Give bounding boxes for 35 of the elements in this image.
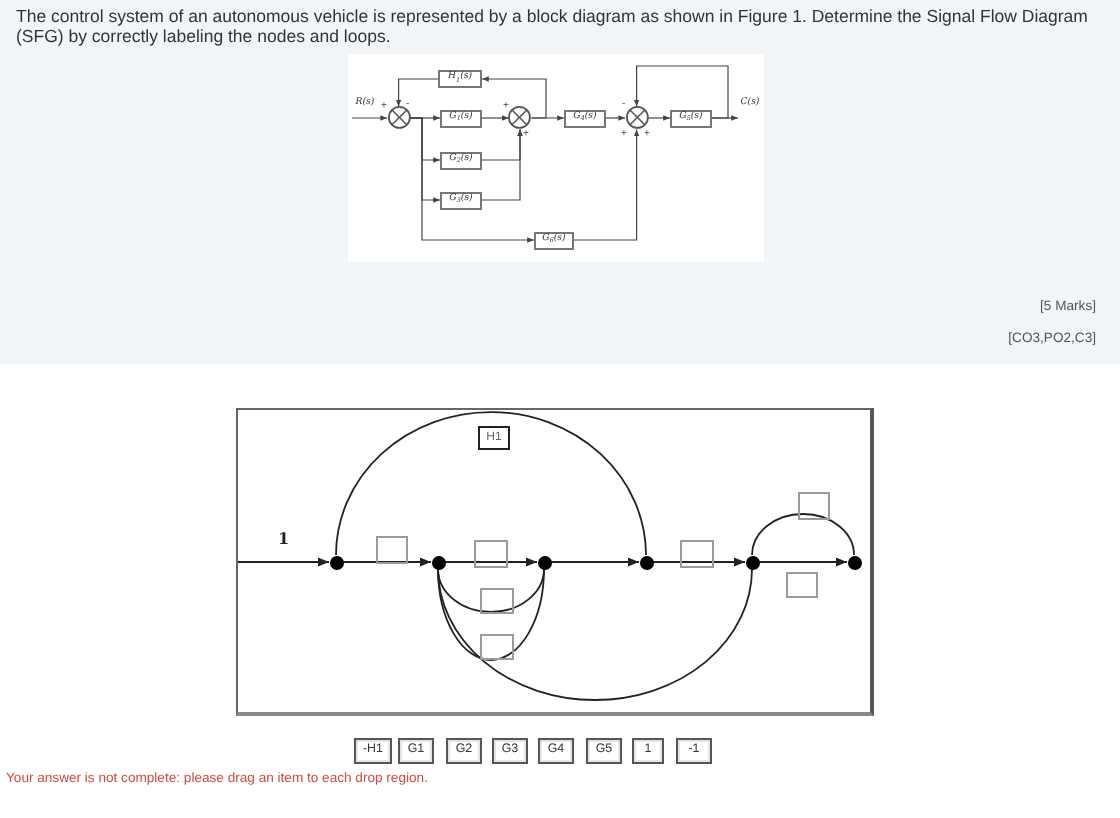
question-text: The control system of an autonomous vehicle is represented by a block diagram as shown in Figure 1. Determine the Signal Flow Diagram (SFG) by correctly labeling the nodes and loops.: [16, 6, 1090, 46]
drop-region: [376, 536, 408, 564]
loop-arc: [437, 568, 753, 701]
drop-region: [480, 634, 514, 660]
loop-arc: [335, 411, 647, 556]
drop-region: [798, 492, 830, 520]
signal-arrow: [351, 115, 388, 121]
signal-arrow: [481, 76, 547, 119]
signal-arrow: [395, 78, 439, 108]
node-dot: [431, 555, 445, 569]
loop-arc: [437, 568, 545, 661]
signal-arrow: [481, 115, 510, 121]
drop-region: [680, 540, 714, 568]
drop-region: [786, 572, 818, 598]
signal-arrow: [647, 115, 671, 121]
signal-arrow: [481, 128, 523, 201]
node-dot: [639, 555, 653, 569]
branch-arrow: [550, 557, 640, 567]
node-dot: [329, 555, 343, 569]
node-dot: [847, 555, 861, 569]
branch-arrow: [444, 557, 538, 567]
branch-arrow: [342, 557, 432, 567]
branch-arrow: [652, 557, 746, 567]
signal-arrow: [633, 65, 729, 119]
loop-arc: [751, 513, 855, 556]
drop-region: [480, 588, 514, 614]
edge-label: 1: [278, 530, 290, 550]
input-arrow: [237, 557, 330, 567]
signal-arrow: [409, 117, 535, 243]
node-dot: [745, 555, 759, 569]
signal-arrow: [605, 115, 626, 121]
drop-region: [474, 540, 508, 568]
node-dot: [537, 555, 551, 569]
branch-arrow: [758, 557, 848, 567]
signal-arrow: [573, 128, 640, 241]
